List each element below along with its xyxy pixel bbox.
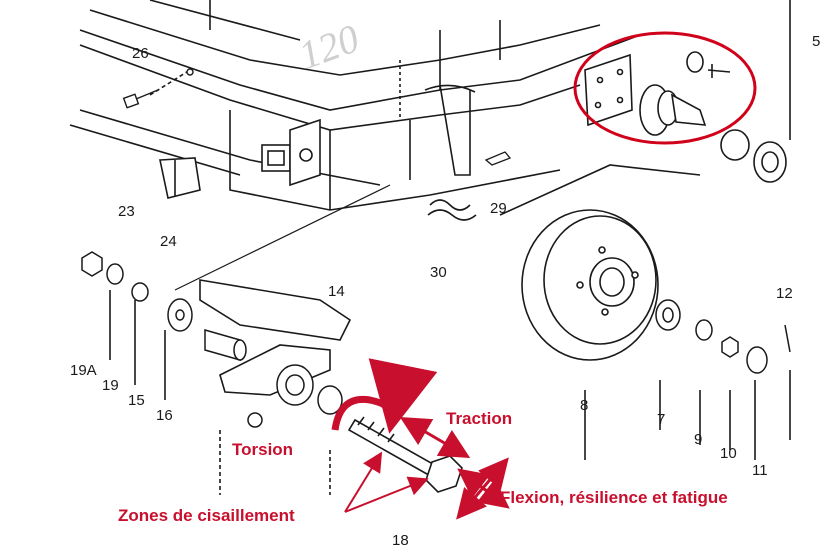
shear-zones-label: Zones de cisaillement [118, 506, 295, 525]
part-label-9: 9 [694, 431, 702, 448]
flexion-label: Flexion, résilience et fatigue [500, 488, 728, 507]
torsion-arrow [331, 358, 438, 434]
part-label-18: 18 [392, 532, 409, 549]
brake-drum-8-drawing [521, 209, 659, 361]
hub-small-parts-drawing [655, 299, 791, 374]
part-label-8: 8 [580, 397, 588, 414]
bushing-drawing [204, 329, 343, 428]
flexion-arrow-b [456, 457, 509, 520]
part-label-15: 15 [128, 392, 145, 409]
bolt-26-drawing [122, 68, 194, 109]
part-label-12: 12 [776, 285, 793, 302]
part-label-14: 14 [328, 283, 345, 300]
axle-frame-drawing [69, 0, 791, 495]
part-label-16: 16 [156, 407, 173, 424]
square-bracket-drawing [261, 118, 321, 187]
part-label-24: 24 [160, 233, 177, 250]
traction-arrow [399, 416, 471, 459]
fastener-set-drawing [81, 251, 193, 332]
stub-axle-drawing [584, 51, 787, 183]
spring-30-drawing [427, 199, 477, 221]
bolt-18-drawing [347, 416, 463, 493]
part-label-23: 23 [118, 203, 135, 220]
part-label-26: 26 [132, 45, 149, 62]
stress-annotations [331, 358, 510, 520]
part-label-29: 29 [490, 200, 507, 217]
rubber-block-24-drawing [159, 157, 201, 199]
part-label-19: 19 [102, 377, 119, 394]
torsion-label: Torsion [232, 440, 293, 459]
part-label-11: 11 [752, 462, 768, 479]
part-label-5: 5 [812, 33, 820, 50]
part-label-10: 10 [720, 445, 737, 462]
shear-pointer-a [344, 451, 383, 513]
clip-29-drawing [484, 151, 512, 166]
part-label-30: 30 [430, 264, 447, 281]
part-label-7: 7 [657, 411, 665, 428]
stub-axle-highlight-circle [573, 31, 757, 145]
part-label-19a: 19A [70, 362, 97, 379]
traction-label: Traction [446, 409, 512, 428]
shear-pointer-b [344, 476, 429, 513]
